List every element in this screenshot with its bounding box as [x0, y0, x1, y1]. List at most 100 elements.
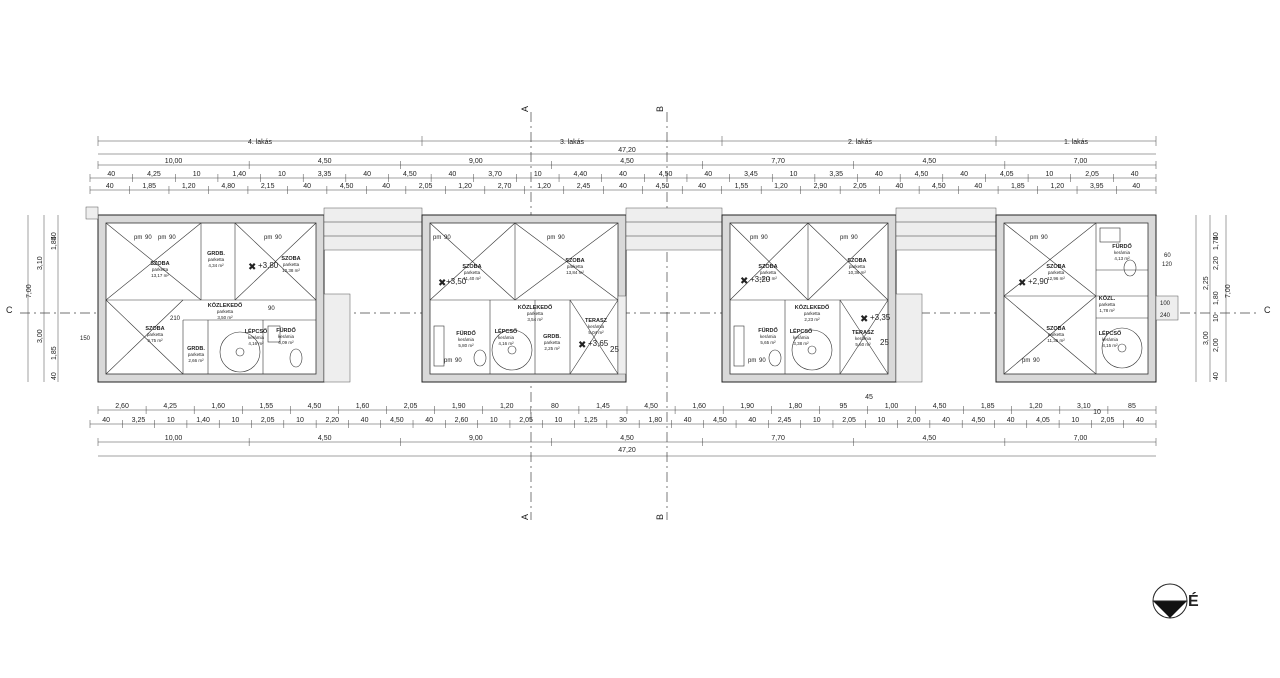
dimension-label: 2,05: [853, 183, 867, 190]
dimension-label: 1,20: [1050, 183, 1064, 190]
flat-label-3: 3. lakás: [560, 139, 585, 146]
room-floor: parketta: [188, 352, 205, 357]
dimension-label: 1,20: [458, 183, 472, 190]
room-area: 12,96 m²: [1047, 276, 1065, 281]
room-name: SZOBA: [145, 326, 164, 332]
dimension-label: 9,00: [469, 158, 483, 165]
level-label-flat-3a: +3,50: [446, 277, 467, 286]
dimension-label: 40: [1007, 417, 1015, 424]
room-area: 4,15 m²: [1102, 343, 1118, 348]
room-name: LÉPCSŐ: [1099, 329, 1122, 337]
opening-label: pm: [444, 358, 452, 364]
flat-4-outline: [85, 206, 351, 383]
room-floor: parketta: [544, 340, 561, 345]
opening-label: pm: [547, 235, 555, 241]
flat-header-row: 4. lakás 3. lakás 2. lakás 1. lakás: [97, 136, 1157, 146]
dimension-label: 10: [231, 417, 239, 424]
dimension-label: 1,90: [740, 403, 754, 410]
room-floor: parketta: [217, 309, 234, 314]
dimension-label: 4,50: [620, 158, 634, 165]
dimension-label: 40: [619, 183, 627, 190]
level-label-flat-1: +2,90: [1028, 277, 1049, 286]
stair-flat-3: [491, 329, 533, 371]
dimension-label: 40: [960, 171, 968, 178]
opening-label: pm: [158, 235, 166, 241]
north-arrow: É: [1152, 583, 1199, 619]
dimension-label: 40: [704, 171, 712, 178]
dimension-label: 9,00: [469, 435, 483, 442]
dimension-label: 40: [1132, 183, 1140, 190]
dimension-right-inner-5: 10: [1213, 314, 1220, 322]
dimension-label: 2,60: [115, 403, 129, 410]
dimension-label: 40: [942, 417, 950, 424]
room-floor: kerámia: [1114, 250, 1131, 255]
dimension-label: 10: [490, 417, 498, 424]
dimension-label: 7,00: [1074, 158, 1088, 165]
dimension-label: 40: [107, 171, 115, 178]
dimension-label: 2,05: [419, 183, 433, 190]
stair-flat-2: [791, 329, 833, 371]
dimension-left-inner-4: 40: [51, 372, 58, 380]
room-area: 10,36 m²: [848, 270, 866, 275]
dimension-label: 10: [278, 171, 286, 178]
room-area: 4,16 m²: [498, 341, 514, 346]
room-area: 5,65 m²: [760, 340, 776, 345]
dimension-label: 10: [534, 171, 542, 178]
room-floor: parketta: [804, 311, 821, 316]
section-label-c-right: C: [1264, 305, 1271, 315]
dimension-label: 95: [840, 403, 848, 410]
dimension-left-mid-1: 3,10: [37, 256, 44, 270]
dimension-label: 10: [790, 171, 798, 178]
opening-label: 90: [455, 358, 462, 364]
room-name: FÜRDŐ: [758, 327, 778, 334]
opening-label: 210: [170, 316, 181, 322]
room-name: SZOBA: [1046, 264, 1065, 270]
dimension-label: 40: [102, 417, 110, 424]
dimension-extra-10: 10: [1093, 409, 1101, 416]
room-floor: parketta: [567, 264, 584, 269]
dimension-label: 10: [296, 417, 304, 424]
room-name: GRDB.: [543, 334, 561, 340]
dimension-label: 4,50: [656, 183, 670, 190]
dimension-label: 2,05: [1101, 417, 1115, 424]
dimension-label: 40: [106, 183, 114, 190]
opening-label: pm: [264, 235, 272, 241]
dimension-left-total: 7,00: [26, 284, 33, 298]
dimension-right: 7,00 3,00 2,25 40 1,75 2,20 1,80 10 2,00…: [1195, 215, 1232, 382]
dimension-label: 1,40: [232, 171, 246, 178]
section-line-b: B B: [655, 106, 668, 520]
dimension-left-mid-2: 3,00: [37, 329, 44, 343]
dimension-label: 1,60: [211, 403, 225, 410]
level-label-flat-3b: +3,65: [588, 339, 609, 348]
dimension-label: 2,60: [455, 417, 469, 424]
room-name: SZOBA: [462, 264, 481, 270]
level-label-flat-2a: +3,20: [750, 275, 771, 284]
room-name: LÉPCSŐ: [790, 327, 813, 335]
dimension-label: 4,50: [318, 158, 332, 165]
opening-label: 90: [1033, 358, 1040, 364]
level-marker-flat-3a: ✖ +3,50: [438, 277, 467, 289]
dimension-label: 2,05: [404, 403, 418, 410]
dimension-label: 4,50: [972, 417, 986, 424]
room-floor: kerámia: [278, 334, 295, 339]
dimension-right-total: 7,00: [1225, 284, 1232, 298]
opening-label: 90: [1041, 235, 1048, 241]
room-area: 4,16 m²: [248, 341, 264, 346]
room-floor: parketta: [849, 264, 866, 269]
dimension-total-top: 47,20: [98, 147, 1156, 155]
dimension-label: 4,50: [644, 403, 658, 410]
dimension-label: 7,70: [771, 158, 785, 165]
